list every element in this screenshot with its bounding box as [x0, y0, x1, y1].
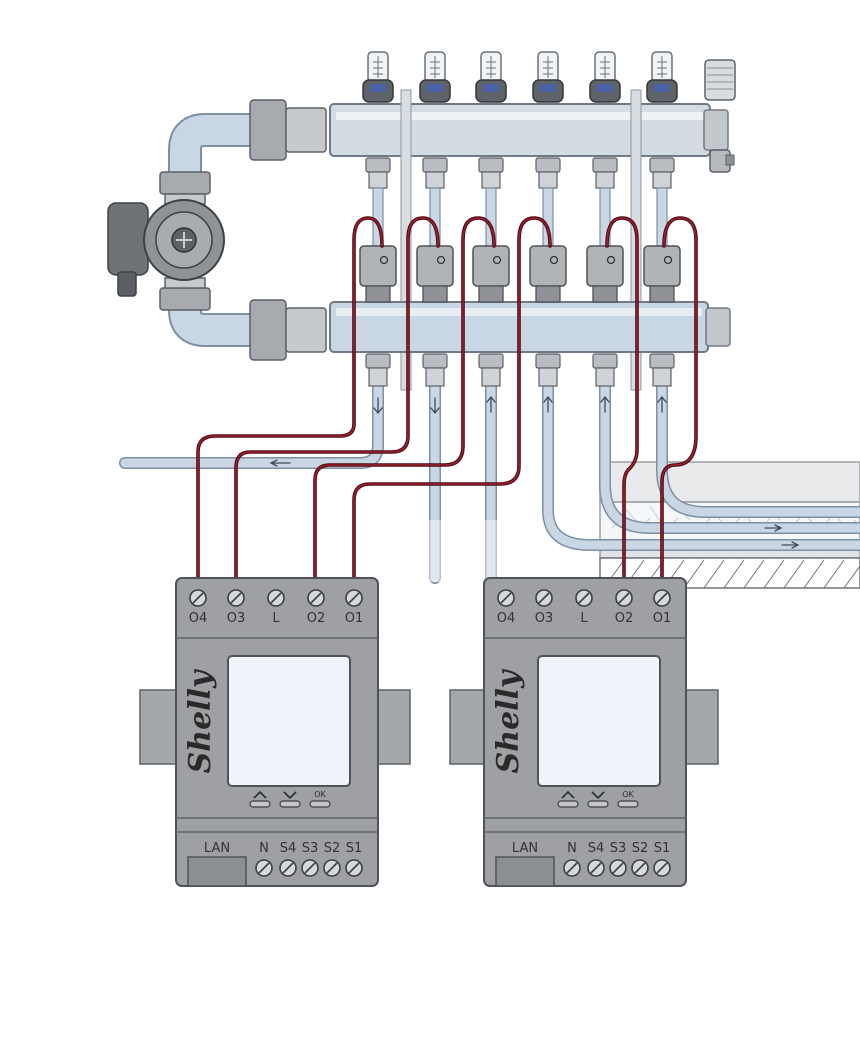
terminal-label: S4: [280, 841, 297, 856]
terminal-label: O3: [535, 611, 554, 626]
terminal-label: O4: [497, 611, 516, 626]
terminal-o1[interactable]: O1: [653, 589, 672, 626]
terminal-l[interactable]: L: [267, 589, 285, 626]
chevron-down-button[interactable]: [279, 791, 301, 808]
terminal-label: L: [272, 611, 280, 626]
pipe-fittings: [159, 99, 327, 361]
terminal-label: O2: [307, 611, 326, 626]
terminal-o2[interactable]: O2: [615, 589, 634, 626]
chevron-down-button[interactable]: [587, 791, 609, 808]
display-screen: [227, 655, 351, 787]
terminal-label: O1: [345, 611, 364, 626]
flow-meter-icon: [362, 51, 678, 103]
flow-meter-5: [589, 51, 621, 103]
terminal-s4[interactable]: S4: [279, 841, 297, 877]
terminal-s3[interactable]: S3: [301, 841, 319, 877]
lan-label: LAN: [512, 841, 538, 856]
terminal-s1[interactable]: S1: [653, 841, 671, 877]
terminal-o3[interactable]: O3: [535, 589, 554, 626]
lan-port[interactable]: [187, 856, 247, 887]
terminal-label: O3: [227, 611, 246, 626]
flow-meter-1: [362, 51, 394, 103]
terminal-label: L: [580, 611, 588, 626]
terminal-o3[interactable]: O3: [227, 589, 246, 626]
shelly-logo: Shelly: [491, 668, 526, 773]
actuator-icon: [359, 245, 681, 303]
terminal-n[interactable]: N: [563, 841, 581, 877]
chevron-down-icon: [591, 791, 605, 800]
flow-meter-4: [532, 51, 564, 103]
terminal-label: S2: [632, 841, 649, 856]
terminal-s2[interactable]: S2: [631, 841, 649, 877]
terminal-n[interactable]: N: [255, 841, 273, 877]
terminal-o4[interactable]: O4: [189, 589, 208, 626]
actuator-5: [586, 245, 624, 303]
actuator-3: [472, 245, 510, 303]
flow-meter-3: [475, 51, 507, 103]
branch-connector-5: [592, 157, 618, 387]
manifold-connectors: [365, 157, 675, 387]
ok-icon: OK: [622, 790, 634, 799]
lan-port[interactable]: [495, 856, 555, 887]
actuator-6: [643, 245, 681, 303]
terminal-s2[interactable]: S2: [323, 841, 341, 877]
actuator-wires: [196, 216, 698, 597]
terminal-o2[interactable]: O2: [307, 589, 326, 626]
chevron-up-icon: [561, 790, 575, 799]
terminal-label: O1: [653, 611, 672, 626]
ok-button[interactable]: OK: [617, 790, 639, 808]
terminal-s1[interactable]: S1: [345, 841, 363, 877]
actuator-4: [529, 245, 567, 303]
air-vent-icon: [704, 59, 736, 173]
terminal-label: S1: [346, 841, 363, 856]
chevron-up-icon: [253, 790, 267, 799]
branch-connector-6: [649, 157, 675, 387]
controller-2: LAN Shelly O4 O3 L O2 O1 N S4 S3 S2 S1 OK: [449, 577, 719, 887]
terminal-label: S1: [654, 841, 671, 856]
terminal-label: S2: [324, 841, 341, 856]
terminal-o1[interactable]: O1: [345, 589, 364, 626]
ok-icon: OK: [314, 790, 326, 799]
flow-arrow-icon: [269, 395, 800, 549]
pump-icon: [107, 199, 225, 297]
terminal-label: S3: [610, 841, 627, 856]
controller-1: LAN Shelly O4 O3 L O2 O1 N S4 S3 S2 S1 OK: [139, 577, 411, 887]
terminal-label: N: [259, 841, 269, 856]
chevron-up-button[interactable]: [557, 790, 579, 808]
flow-meter-2: [419, 51, 451, 103]
terminal-label: O4: [189, 611, 208, 626]
shelly-logo: Shelly: [183, 668, 218, 773]
lan-label: LAN: [204, 841, 230, 856]
actuator-2: [416, 245, 454, 303]
terminal-s4[interactable]: S4: [587, 841, 605, 877]
ok-button[interactable]: OK: [309, 790, 331, 808]
chevron-up-button[interactable]: [249, 790, 271, 808]
branch-connector-2: [422, 157, 448, 387]
terminal-l[interactable]: L: [575, 589, 593, 626]
terminal-o4[interactable]: O4: [497, 589, 516, 626]
display-screen: [537, 655, 661, 787]
terminal-label: O2: [615, 611, 634, 626]
terminal-label: N: [567, 841, 577, 856]
chevron-down-icon: [283, 791, 297, 800]
actuator-1: [359, 245, 397, 303]
branch-connector-1: [365, 157, 391, 387]
terminal-label: S3: [302, 841, 319, 856]
branch-connector-3: [478, 157, 504, 387]
flow-meter-6: [646, 51, 678, 103]
terminal-label: S4: [588, 841, 605, 856]
return-manifold: [329, 301, 731, 353]
terminal-s3[interactable]: S3: [609, 841, 627, 877]
